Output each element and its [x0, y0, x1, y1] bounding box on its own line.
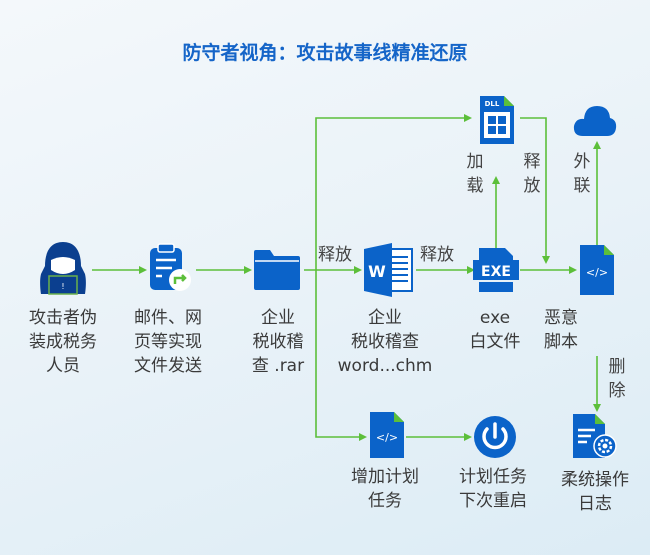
word-label: 企业 税收稽查 word...chm — [337, 308, 433, 376]
svg-text:!: ! — [61, 282, 64, 291]
edge-label-connect: 外联 — [573, 152, 591, 196]
power-icon — [474, 416, 516, 458]
dll-text: DLL — [485, 100, 500, 108]
hacker-icon: ! — [40, 242, 86, 295]
clipboard-icon — [150, 243, 191, 291]
attacker-label: 攻击者伪 装成税务 人员 — [29, 308, 97, 376]
send-label: 邮件、网 页等实现 文件发送 — [134, 308, 202, 376]
script-icon: </> — [580, 245, 614, 295]
page-title: 防守者视角：攻击故事线精准还原 — [182, 42, 468, 64]
svg-text:W: W — [368, 262, 386, 281]
rar-label: 企业 税收稽 查 .rar — [251, 308, 305, 376]
edge-label-release-1: 释放 — [318, 245, 352, 265]
folder-icon — [254, 250, 300, 290]
svg-text:</>: </> — [586, 266, 608, 279]
edge-label-release-3: 释放 — [523, 152, 541, 196]
script-label: 恶意 脚本 — [544, 308, 578, 352]
exe-icon: EXE — [473, 248, 519, 292]
cloud-icon — [573, 106, 617, 136]
log-gear-icon — [573, 414, 617, 458]
edge-label-delete: 删除 — [608, 357, 626, 401]
edge-label-load: 加载 — [466, 152, 484, 196]
exe-label: exe 白文件 — [469, 308, 521, 352]
arrow-rar-dll — [315, 114, 472, 270]
edge-label-release-2: 释放 — [420, 245, 454, 265]
svg-text:EXE: EXE — [481, 264, 511, 280]
task-script-icon: </> — [370, 412, 404, 458]
task-label: 增加计划 任务 — [351, 467, 419, 511]
word-icon: W — [364, 243, 413, 297]
arrow-rar-task — [315, 270, 367, 441]
arrow-dll-script — [520, 117, 550, 264]
dll-icon: DLL — [480, 96, 514, 144]
log-label: 柔统操作 日志 — [561, 470, 629, 514]
reboot-label: 计划任务 下次重启 — [459, 467, 527, 511]
svg-text:</>: </> — [376, 431, 398, 444]
